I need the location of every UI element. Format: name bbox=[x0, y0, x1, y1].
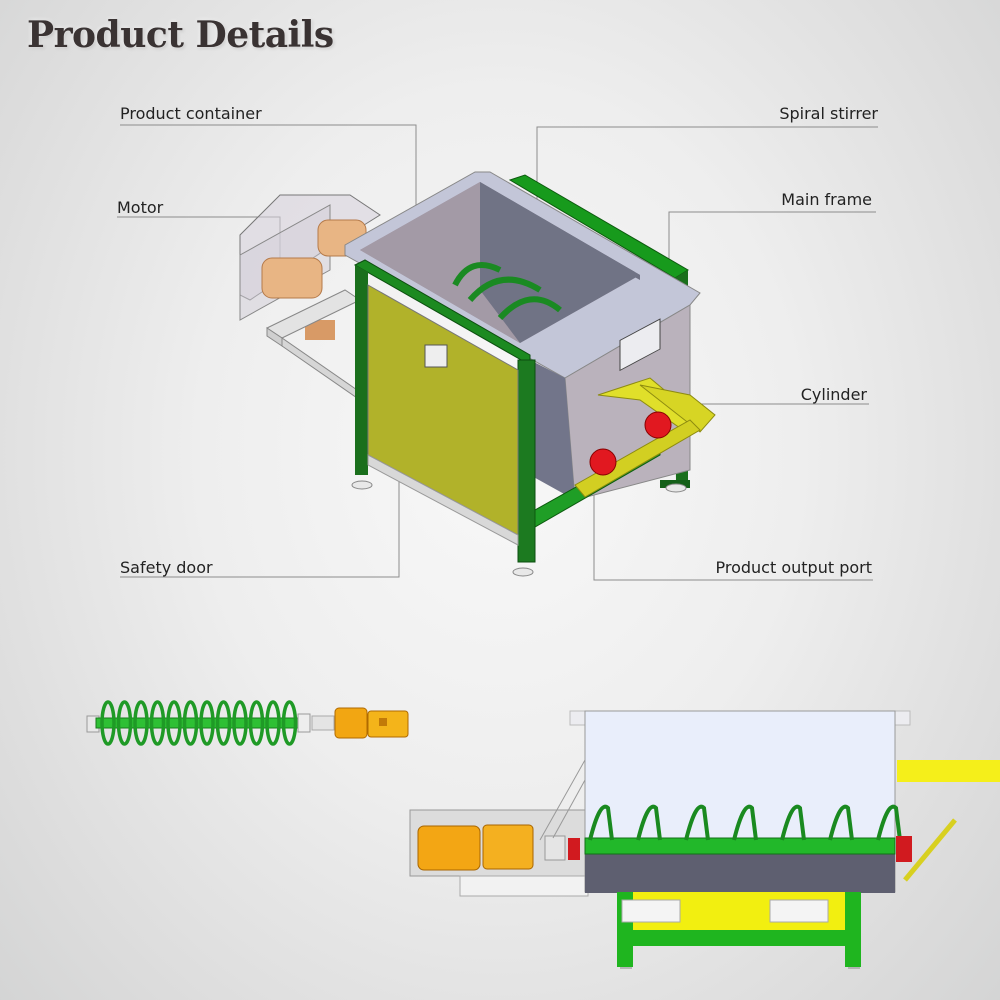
page-title: Product Details bbox=[27, 14, 334, 56]
spiral-blade bbox=[876, 804, 902, 841]
spiral-blade bbox=[732, 804, 758, 841]
spiral-loop bbox=[166, 700, 182, 746]
label-cylinder: Cylinder bbox=[800, 385, 867, 404]
label-safety-door: Safety door bbox=[120, 558, 213, 577]
leader-safety-door bbox=[120, 444, 400, 578]
label-motor: Motor bbox=[117, 198, 164, 217]
leader-output-port bbox=[593, 488, 873, 581]
spiral-blade bbox=[780, 804, 806, 841]
spiral-loop bbox=[215, 700, 232, 746]
spiral-loop bbox=[149, 700, 166, 746]
spiral-stirrer-iso bbox=[452, 262, 562, 321]
spiral-blade bbox=[636, 804, 662, 841]
label-product-output-port: Product output port bbox=[715, 558, 873, 577]
leader-main-frame bbox=[668, 211, 876, 268]
spiral-blade bbox=[684, 804, 710, 841]
spiral-loop bbox=[182, 700, 199, 746]
label-main-frame: Main frame bbox=[781, 190, 872, 209]
spiral-loop bbox=[265, 700, 281, 746]
spiral-loop bbox=[199, 700, 215, 746]
spiral-blade bbox=[588, 804, 614, 841]
spiral-loop bbox=[248, 700, 265, 746]
label-spiral-stirrer: Spiral stirrer bbox=[779, 104, 878, 123]
spiral-loop bbox=[133, 700, 149, 746]
label-product-container: Product container bbox=[120, 104, 262, 123]
spiral-loop bbox=[116, 700, 133, 746]
cylinder-assembly bbox=[574, 377, 716, 498]
motor-housing bbox=[239, 194, 381, 401]
spiral-loop bbox=[281, 700, 298, 746]
spiral-blade bbox=[828, 804, 854, 841]
spiral-loop bbox=[100, 700, 116, 746]
spiral-loop bbox=[232, 700, 248, 746]
